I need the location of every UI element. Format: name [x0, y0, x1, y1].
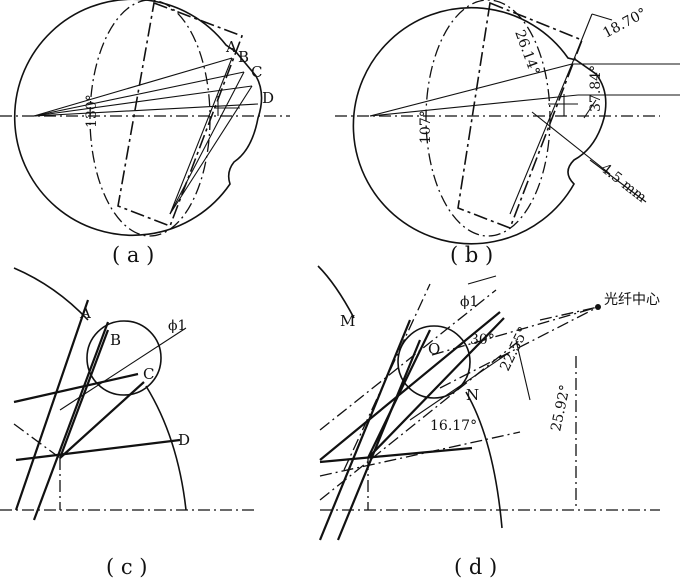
- panel-b-rect: [457, 1, 584, 230]
- panel-c-point-C: C: [143, 365, 154, 383]
- panel-a-line-2: [169, 71, 245, 215]
- panel-b-dim-top-h: [591, 13, 613, 21]
- panel-b-caption: ( b ): [450, 243, 493, 267]
- panel-c-line-e: [13, 372, 139, 404]
- panel-d-line-3: [367, 317, 505, 459]
- panel-d-fiber-ray-2: [439, 306, 599, 389]
- panel-d-point-N: N: [466, 386, 479, 404]
- panel-d-line-6: [319, 311, 501, 461]
- panel-c-arc-main: [145, 385, 187, 511]
- panel-a-ray-c: [33, 85, 253, 117]
- panel-a-outline: [13, 0, 263, 237]
- panel-d-line-1: [318, 319, 412, 541]
- panel-a: A B C D 130° ( a ): [0, 0, 290, 267]
- panel-d-angle-2255: 22.55°: [497, 324, 532, 373]
- panel-d-caption: ( d ): [454, 555, 497, 578]
- panel-d-angle-2592: 25.92°: [548, 383, 573, 432]
- panel-a-ray-a: [33, 57, 233, 117]
- panel-a-ray-b: [33, 71, 245, 117]
- panel-a-caption: ( a ): [112, 243, 154, 267]
- panel-b-outline: [352, 6, 607, 245]
- panel-d-diameter: ϕ1: [460, 294, 478, 310]
- panel-d-dash-4: [319, 339, 521, 501]
- panel-c-arc-top: [13, 267, 89, 321]
- panel-a-angle: 130°: [84, 94, 100, 128]
- panel-d-line-5: [319, 446, 473, 464]
- panel-a-ray-d: [33, 103, 259, 117]
- panel-a-point-C: C: [251, 63, 262, 81]
- panel-d-dim-top: [467, 275, 497, 285]
- panel-d-dash-3: [343, 283, 431, 471]
- panel-d-dim: [409, 351, 511, 421]
- panel-b-angle-top: 18.70°: [600, 5, 649, 41]
- panel-c-diameter: ϕ1: [168, 318, 186, 334]
- panel-b-ray-1: [369, 63, 573, 117]
- panel-c: A B C D ϕ1 ( c ): [0, 267, 256, 578]
- panel-c-point-A: A: [79, 304, 91, 322]
- panel-d-fiber-point: [595, 304, 601, 310]
- panel-b-angle-left: 26.14°: [511, 28, 542, 78]
- panel-c-line-b: [32, 321, 110, 521]
- panel-b-ray-2: [369, 94, 579, 117]
- panel-c-circle: [86, 320, 162, 396]
- panel-a-line-3: [169, 85, 253, 215]
- panel-b-dim-diag: [531, 111, 611, 175]
- panel-a-point-D: D: [262, 89, 274, 107]
- panel-c-line-a: [14, 299, 90, 511]
- panel-c-dim: [59, 327, 187, 411]
- panel-d-fiber-ray-3: [539, 306, 599, 321]
- panel-b: 18.70° 37.84° 26.14° 107° 4.5 mm ( b ): [335, 0, 680, 267]
- panel-d-line-2: [336, 339, 422, 541]
- panel-c-line-d: [15, 438, 181, 462]
- panel-d-arc-dim: [515, 339, 531, 401]
- panel-b-line-1: [509, 63, 573, 215]
- panel-b-angle-main: 107°: [418, 110, 434, 144]
- panel-a-point-B: B: [238, 48, 249, 66]
- panel-b-dim-top: [571, 13, 593, 65]
- panel-d: M O N ϕ1 30° 22.55° 25.92° 16.17° 光纤中心 (…: [317, 265, 660, 578]
- panel-d-fiber-center: 光纤中心: [604, 292, 660, 308]
- panel-b-ellipse: [425, 0, 551, 237]
- panel-c-dash-1: [13, 423, 61, 459]
- panel-d-angle-30: 30°: [470, 332, 495, 348]
- panel-d-point-M: M: [340, 312, 355, 330]
- panel-d-point-O: O: [428, 340, 440, 358]
- panel-c-caption: ( c ): [106, 555, 148, 578]
- panel-d-fiber-ray-1: [431, 306, 599, 356]
- panel-d-angle-1617: 16.17°: [430, 418, 477, 434]
- panel-b-angle-right: 37.84°: [588, 65, 604, 112]
- panel-b-distance: 4.5 mm: [598, 161, 650, 206]
- panel-c-point-D: D: [178, 431, 190, 449]
- panel-b-dim-ext: [589, 159, 647, 203]
- panel-d-circle: [397, 325, 471, 399]
- panel-a-point-A: A: [225, 38, 237, 56]
- panel-a-ellipse: [89, 0, 211, 237]
- panel-d-dash-2: [319, 289, 497, 431]
- panel-d-dash-1: [319, 431, 521, 477]
- panel-a-line-1: [169, 57, 233, 215]
- panel-d-arc-main: [465, 391, 503, 529]
- panel-c-point-B: B: [110, 331, 121, 349]
- panel-b-arc-r: [583, 99, 597, 119]
- panel-a-rect: [117, 1, 244, 228]
- panel-c-line-c: [59, 381, 145, 459]
- panel-d-arc-top: [317, 265, 355, 319]
